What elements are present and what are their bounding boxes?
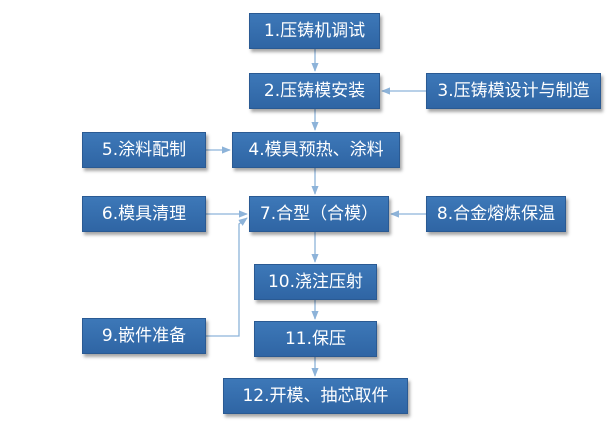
- step-1-machine-debugging: 1.压铸机调试: [249, 13, 380, 49]
- step-4-die-preheat-coating: 4.模具预热、涂料: [232, 132, 400, 168]
- step-11-pressure-holding: 11.保压: [254, 321, 377, 357]
- step-12-die-opening-ejection: 12.开模、抽芯取件: [223, 378, 408, 414]
- step-7-die-closing: 7.合型（合模）: [249, 196, 389, 232]
- arrow-9-to-7: [206, 217, 248, 337]
- step-5-coating-preparation: 5.涂料配制: [82, 132, 206, 168]
- step-8-alloy-melting: 8.合金熔炼保温: [426, 196, 566, 232]
- step-9-insert-preparation: 9.嵌件准备: [82, 318, 206, 354]
- step-2-die-installation: 2.压铸模安装: [249, 73, 380, 109]
- step-10-pouring-injection: 10.浇注压射: [254, 264, 377, 300]
- step-6-die-cleaning: 6.模具清理: [82, 196, 206, 232]
- step-3-die-design-manufacture: 3.压铸模设计与制造: [426, 73, 601, 109]
